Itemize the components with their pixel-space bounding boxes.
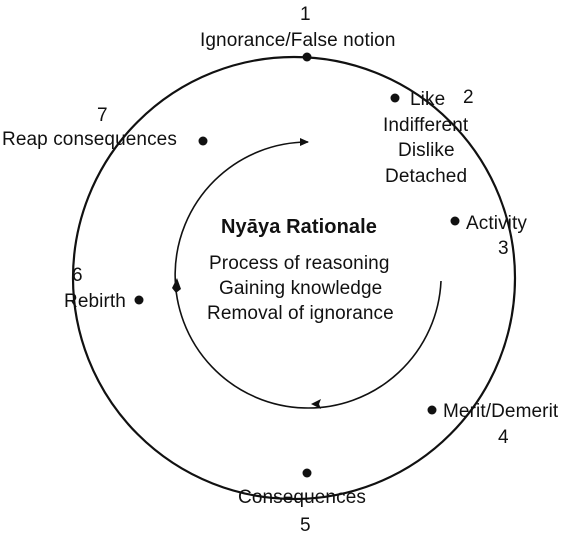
stage-dot-6 <box>134 295 144 305</box>
stage-1-number: 1 <box>300 4 311 25</box>
stage-7-number: 7 <box>97 105 108 126</box>
stage-2-number: 2 <box>463 87 474 108</box>
stage-dot-3 <box>450 216 460 226</box>
center-title: Nyāya Rationale <box>221 216 378 238</box>
stage-2-sub-1: Indifferent <box>383 115 469 136</box>
stage-6-number: 6 <box>72 265 83 286</box>
stage-dot-5 <box>302 468 312 478</box>
center-line-2: Gaining knowledge <box>219 278 383 299</box>
stage-dot-1 <box>302 52 312 62</box>
stage-4-number: 4 <box>498 427 509 448</box>
stage-4-label: Merit/Demerit <box>443 401 559 422</box>
stage-5-number: 5 <box>300 515 311 536</box>
stage-2-sub-3: Detached <box>385 166 468 187</box>
stage-7-label: Reap consequences <box>2 129 177 150</box>
stage-dot-7 <box>198 136 208 146</box>
inner-arrowhead-left <box>172 278 181 293</box>
stage-2-sub-2: Dislike <box>398 140 455 161</box>
inner-arrowhead-bottom <box>311 399 321 409</box>
stage-5-label: Consequences <box>238 487 366 508</box>
stage-dot-2 <box>390 93 400 103</box>
outer-cycle-circle <box>71 55 517 501</box>
center-line-3: Removal of ignorance <box>207 303 394 324</box>
stage-3-label: Activity <box>466 213 527 234</box>
stage-3-number: 3 <box>498 238 509 259</box>
center-line-1: Process of reasoning <box>209 253 390 274</box>
stage-2-label: Like <box>410 89 446 110</box>
stage-dot-4 <box>427 405 437 415</box>
stage-1-label: Ignorance/False notion <box>200 30 396 51</box>
stage-6-label: Rebirth <box>64 291 126 312</box>
inner-arrow-arc <box>174 138 442 409</box>
